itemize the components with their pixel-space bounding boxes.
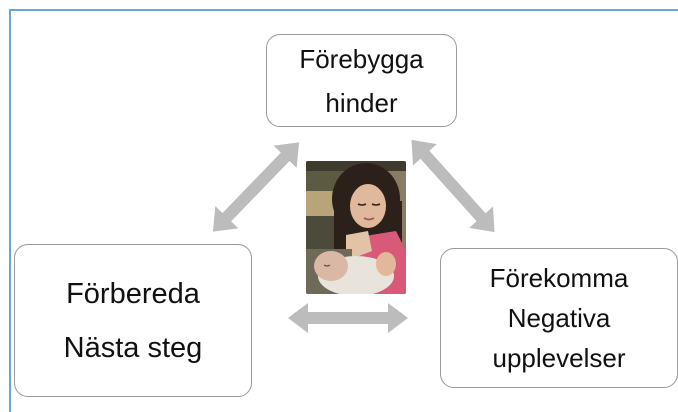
mother-holding-baby-photo <box>306 161 406 294</box>
node-right-line2: Negativa <box>507 303 611 333</box>
node-top-line1: Förebygga <box>299 43 424 74</box>
arrow-top-to-right <box>411 139 495 233</box>
node-left-line1: Förbereda <box>66 277 200 310</box>
node-forebygga-hinder: Förebygga hinder <box>266 34 457 127</box>
node-forekomma-negativa-upplevelser: Förekomma Negativa upplevelser <box>440 248 678 388</box>
frame-top-border <box>10 9 678 11</box>
arrow-top-to-left <box>212 142 300 232</box>
node-left-line2: Nästa steg <box>63 331 203 364</box>
node-right-line3: upplevelser <box>492 343 626 373</box>
node-right-line1: Förekomma <box>489 263 629 293</box>
frame-left-border <box>9 9 11 412</box>
arrow-left-to-right <box>288 303 408 333</box>
node-top-line2: hinder <box>325 87 398 118</box>
node-forbereda-nasta-steg: Förbereda Nästa steg <box>14 244 252 397</box>
